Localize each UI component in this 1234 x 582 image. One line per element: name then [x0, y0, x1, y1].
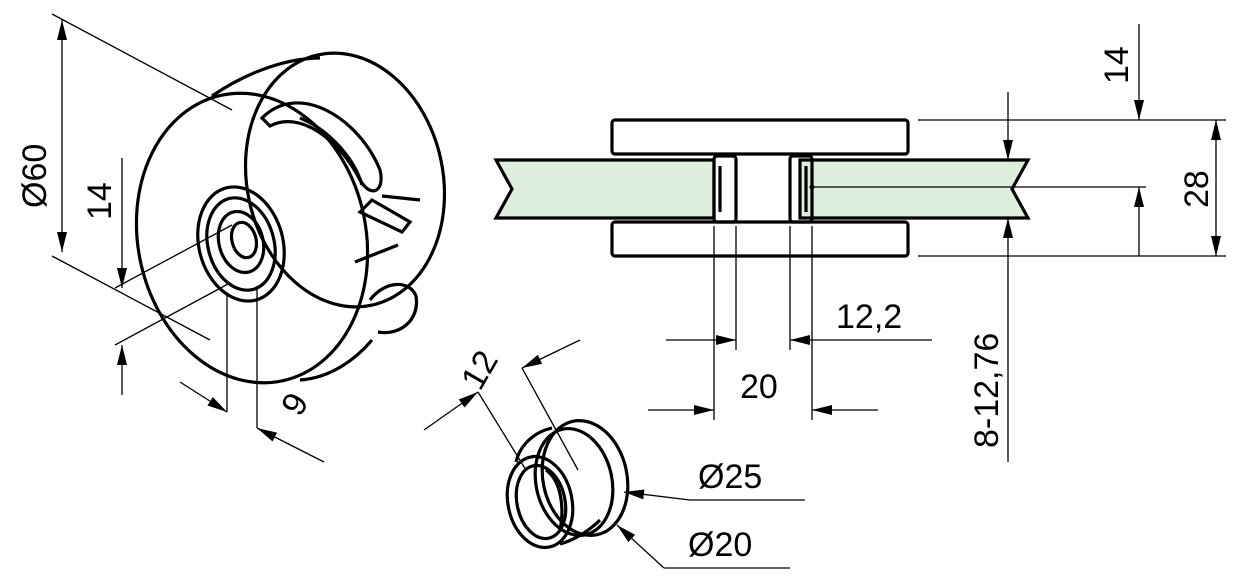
dim-section-top: 14: [1098, 24, 1144, 256]
dim-sleeve-inner: Ø20: [616, 524, 790, 569]
dim-gap-width: 12,2: [666, 298, 932, 345]
sleeve-body-bottom: [559, 518, 602, 546]
big-connector-body-bottom: [299, 338, 374, 382]
big-connector-slot-3: [357, 197, 413, 234]
section-bottom-plate: [610, 220, 910, 258]
dim-sleeve-length: 12: [423, 339, 581, 471]
big-connector-view: [134, 51, 447, 385]
sleeve-front-outer: [505, 454, 575, 550]
dim-section-total-label: 28: [1178, 170, 1216, 208]
dim-glass-thickness: 8-12,76: [968, 92, 1013, 462]
section-view: [493, 118, 1031, 258]
big-connector-hole-core: [229, 220, 259, 260]
big-connector-slot-5: [368, 282, 419, 335]
sleeve-flange-ring: [533, 426, 615, 538]
dim-big-diameter-label: Ø60: [16, 144, 54, 208]
big-connector-slot-1: [259, 101, 383, 193]
big-connector-hole-mid: [205, 196, 277, 292]
sleeve-flange-back: [540, 418, 630, 538]
big-connector-slot-2: [299, 116, 364, 186]
dim-big-thickness-label: 14: [81, 182, 119, 220]
dim-sleeve-length-label: 12: [454, 344, 506, 396]
big-connector-hole-inner: [216, 209, 266, 275]
dim-sleeve-inner-label: Ø20: [688, 526, 752, 564]
big-connector-front-face: [134, 91, 370, 385]
dim-big-diameter: Ø60: [16, 13, 233, 341]
dim-sleeve-outer: Ø25: [623, 458, 805, 501]
sleeve-view: [505, 418, 630, 550]
big-connector-slot-4: [381, 194, 421, 202]
sleeve-body-top: [514, 426, 553, 463]
big-connector-body-top: [211, 56, 321, 98]
big-connector-slot-6: [354, 243, 399, 264]
sleeve-front-inner: [514, 463, 568, 541]
dim-sleeve-outer-label: Ø25: [698, 458, 762, 496]
dim-big-thickness: 14: [81, 158, 233, 395]
right-glass-panel: [798, 158, 1031, 220]
sleeve-inner-edge: [544, 468, 564, 531]
section-extension-lines: [713, 119, 1226, 420]
dim-center-width-label: 20: [740, 368, 778, 406]
dim-big-hole-depth-label: 9: [274, 387, 316, 422]
dim-glass-thickness-label: 8-12,76: [968, 333, 1006, 448]
section-top-plate: [610, 118, 910, 156]
dim-gap-width-label: 12,2: [836, 298, 902, 336]
left-sleeve-section: [712, 154, 738, 224]
dim-section-total: 28: [1178, 120, 1221, 256]
left-glass-panel: [493, 158, 716, 220]
big-connector-back-rim: [243, 51, 447, 309]
dim-center-width: 20: [648, 368, 878, 415]
dim-section-top-label: 14: [1098, 46, 1136, 84]
big-connector-hole-outer: [196, 185, 286, 303]
